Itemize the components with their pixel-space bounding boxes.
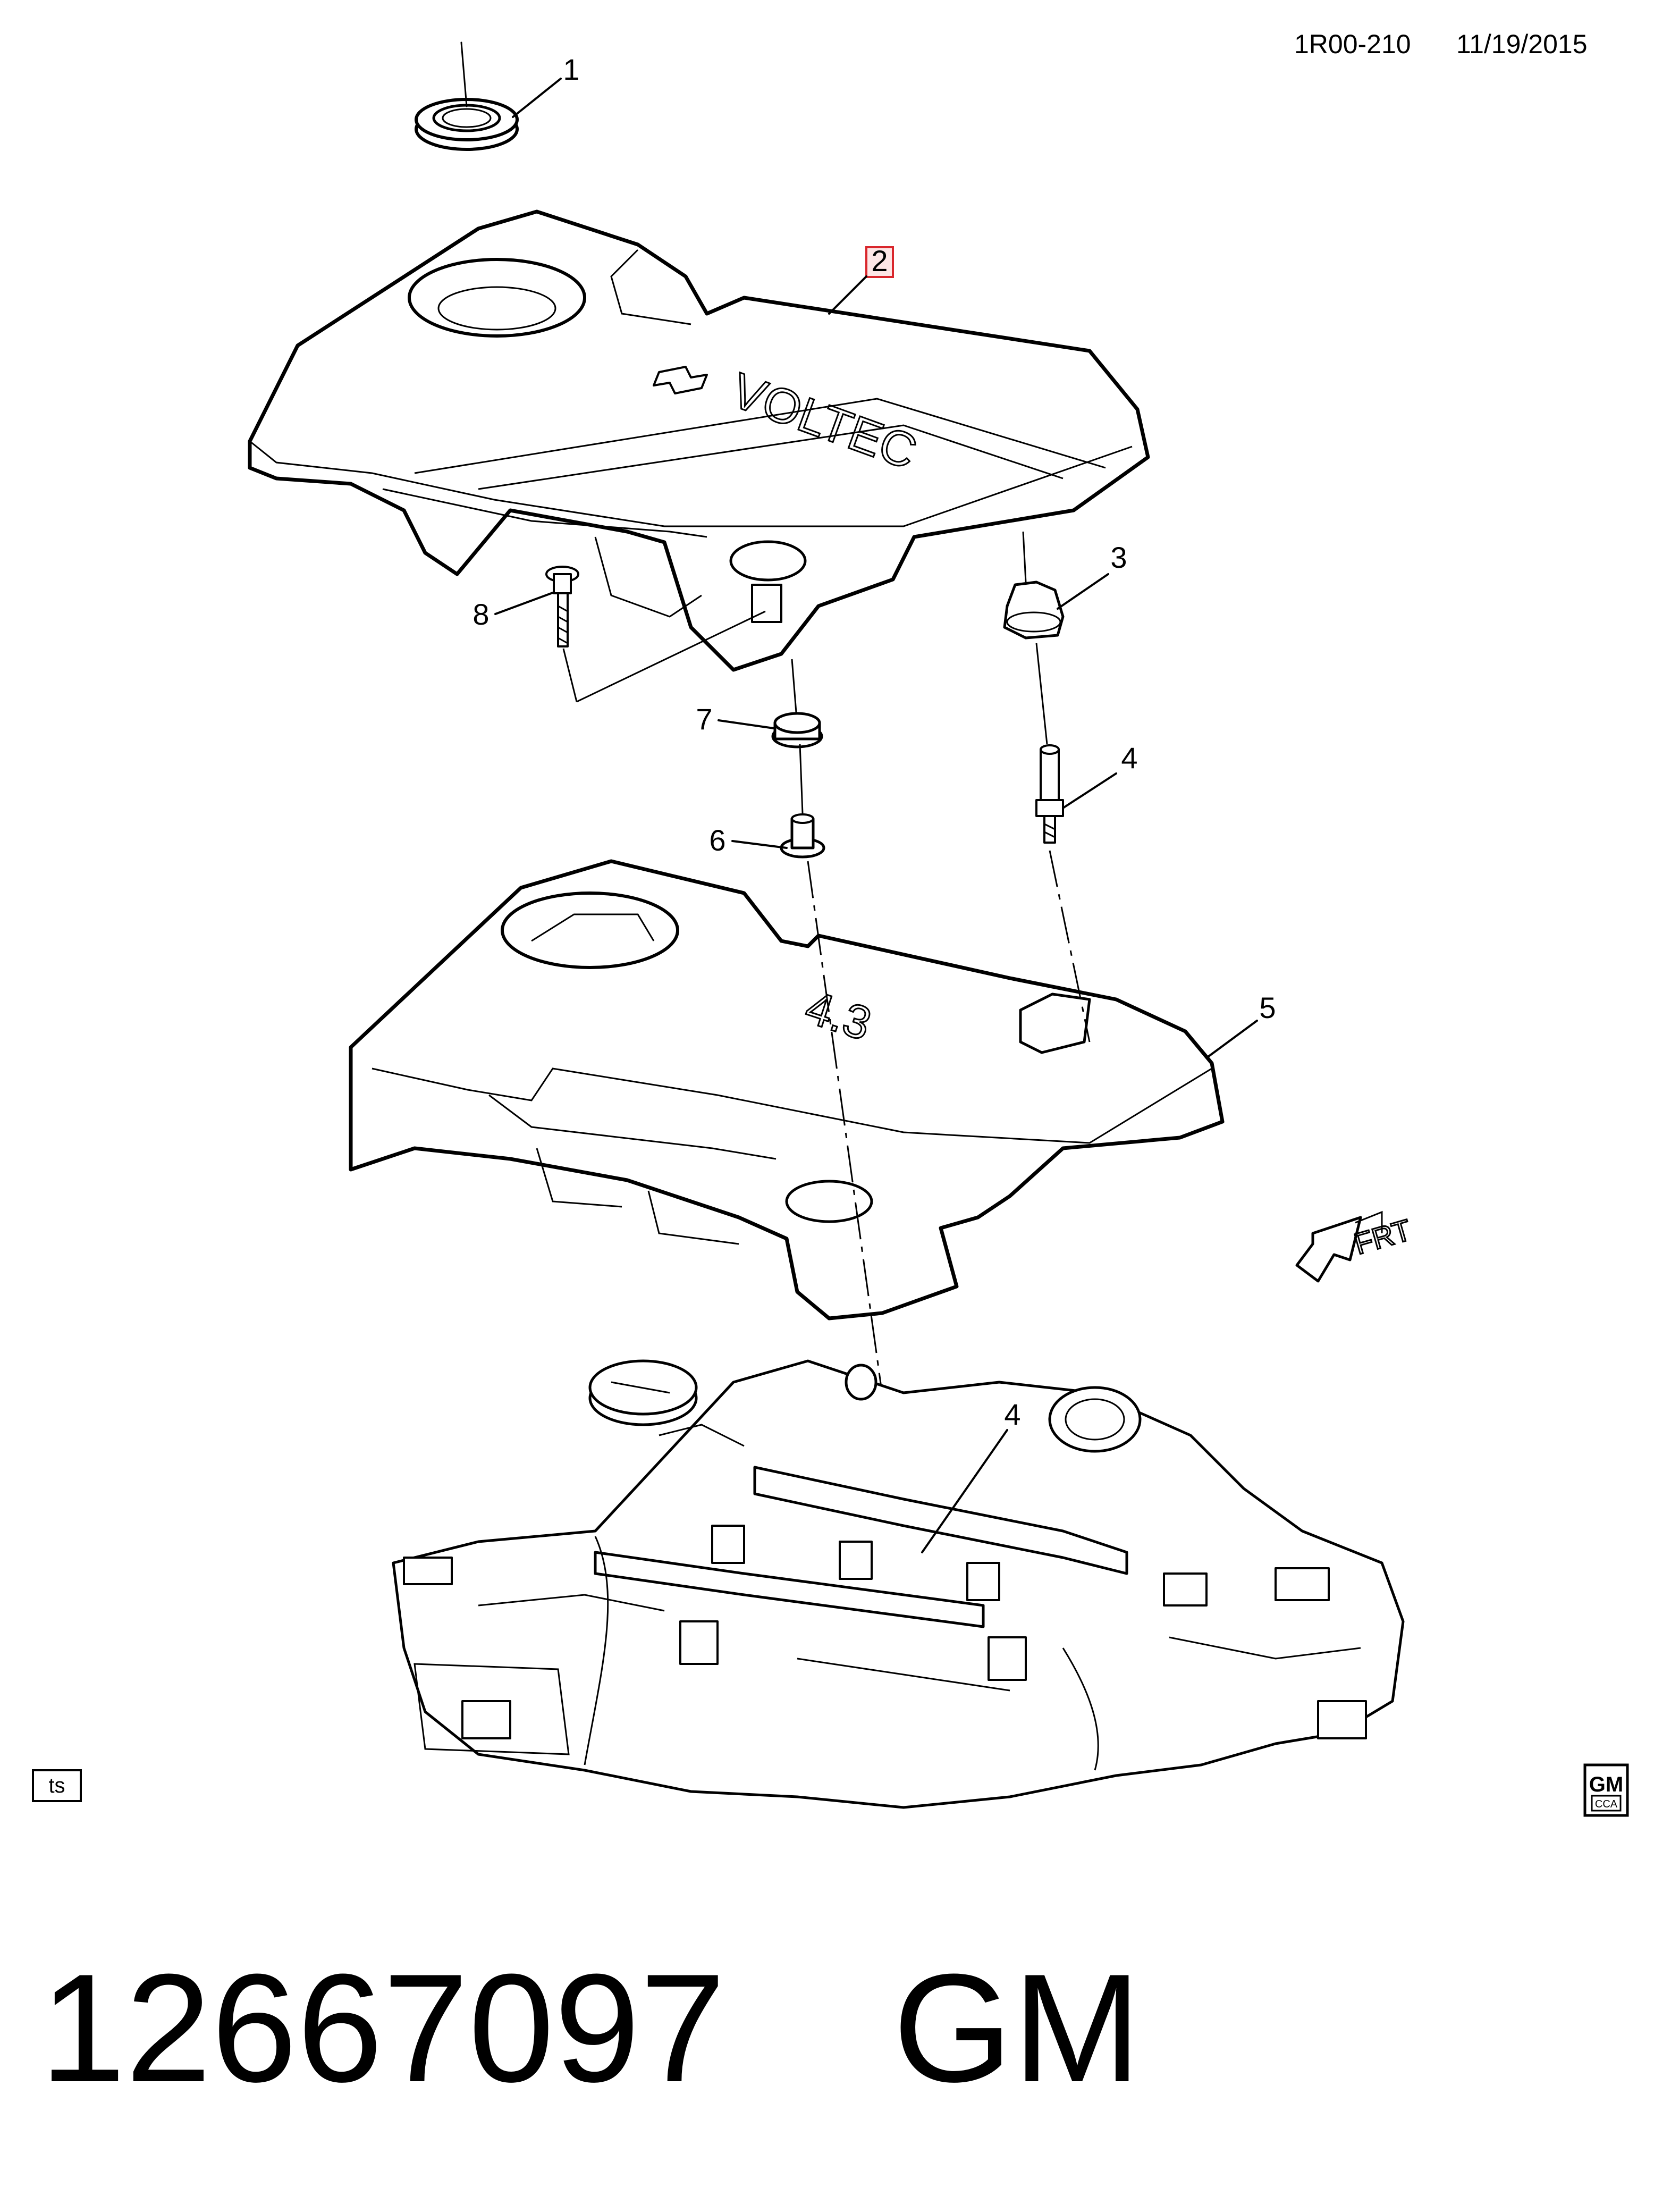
svg-text:3: 3 — [1110, 541, 1127, 574]
callout-5[interactable]: 5 — [1205, 991, 1276, 1059]
part-1-seal-ring — [415, 41, 519, 151]
gm-cca-logo: GM CCA — [1583, 1763, 1629, 1817]
svg-text:8: 8 — [472, 598, 489, 631]
front-direction-indicator: FRT — [1295, 1210, 1415, 1283]
part-2-upper-engine-cover: VOLTEC — [248, 209, 1150, 672]
part-6-sleeve — [780, 744, 825, 859]
svg-text:ts: ts — [48, 1774, 65, 1797]
svg-text:4: 4 — [1004, 1398, 1020, 1431]
svg-text:GM: GM — [1589, 1773, 1623, 1796]
callout-2-highlight-box — [865, 246, 894, 278]
callout-6[interactable]: 6 — [709, 823, 788, 857]
callout-7[interactable]: 7 — [696, 702, 775, 736]
part-4-stud-upper — [1035, 643, 1064, 844]
svg-text:6: 6 — [709, 823, 725, 857]
engine-intake-manifold — [392, 1359, 1405, 1809]
ts-tag: ts — [32, 1769, 82, 1802]
brand-name: GM — [893, 1942, 1141, 2114]
callout-8[interactable]: 8 — [472, 592, 554, 631]
part-8-bolt — [545, 566, 766, 703]
callout-4-upper[interactable]: 4 — [1062, 741, 1138, 809]
part-3-grommet — [1003, 531, 1065, 640]
part-number: 12667097 — [40, 1942, 725, 2114]
callout-1[interactable]: 1 — [512, 53, 580, 118]
callout-4-lower[interactable]: 4 — [921, 1398, 1021, 1553]
part-5-lower-engine-cover: 4.3 — [349, 859, 1225, 1321]
svg-text:CCA: CCA — [1595, 1798, 1618, 1810]
svg-text:4: 4 — [1121, 741, 1137, 775]
svg-text:7: 7 — [696, 702, 712, 736]
diagram-code: 1R00-210 — [1294, 29, 1411, 59]
diagram-date: 11/19/2015 — [1456, 29, 1588, 59]
svg-text:5: 5 — [1259, 991, 1276, 1024]
part-7-grommet — [771, 659, 823, 748]
callout-3[interactable]: 3 — [1057, 541, 1127, 610]
svg-text:1: 1 — [563, 53, 579, 86]
callout-2[interactable]: 2 — [828, 244, 894, 315]
alignment-line-right — [1049, 850, 1091, 1042]
callout-label: 2 — [871, 244, 888, 277]
